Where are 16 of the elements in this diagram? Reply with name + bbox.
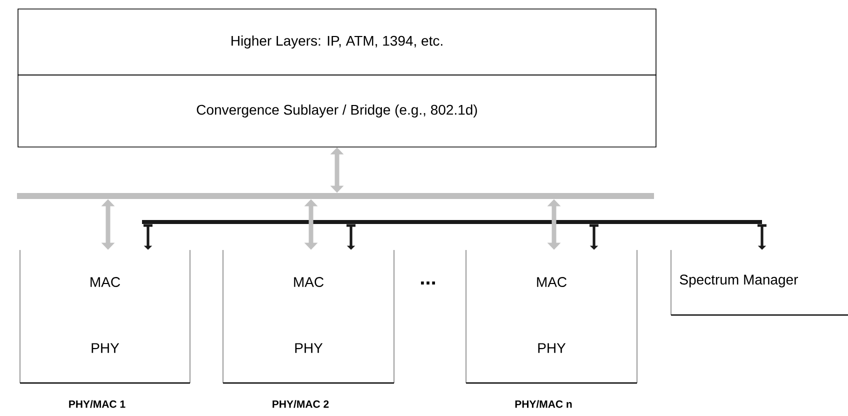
arrow (758, 224, 766, 250)
arrow (144, 224, 152, 250)
layer-stack-box: MAC PHY (466, 250, 638, 384)
bus-bar (17, 193, 654, 199)
arrow (590, 224, 598, 250)
layer-box: Higher Layers: IP, ATM, 1394, etc. (18, 8, 656, 76)
ellipsis: ... (421, 282, 435, 284)
bus-bar (142, 220, 762, 224)
component-box: Spectrum Manager (670, 250, 848, 316)
component-caption: PHY/MAC n (515, 400, 572, 408)
component-caption: PHY/MAC 1 (69, 400, 126, 408)
layer-box: Convergence Sublayer / Bridge (e.g., 802.1d) (18, 74, 656, 148)
layer-stack-box: MAC PHY (222, 250, 394, 384)
arrow (346, 224, 356, 250)
component-caption: PHY/MAC 2 (272, 400, 329, 408)
layer-stack-box: MAC PHY (20, 250, 190, 384)
